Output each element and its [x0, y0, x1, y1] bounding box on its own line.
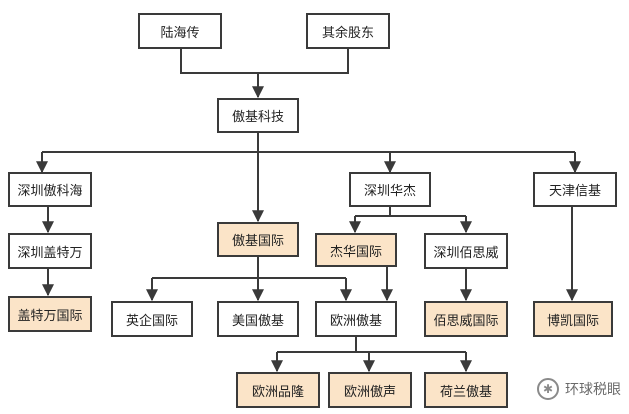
node-sz-gaitewan: 深圳盖特万	[8, 233, 92, 269]
node-tianjin-xinji: 天津信基	[533, 172, 617, 207]
node-sz-aokehai: 深圳傲科海	[8, 172, 92, 207]
node-baisiwei-intl: 佰思威国际	[424, 301, 508, 337]
watermark-text: 环球税眼	[565, 382, 621, 398]
node-jiehua-intl: 杰华国际	[315, 233, 397, 267]
wechat-icon: ✱	[537, 378, 559, 400]
node-bokai-intl: 博凯国际	[533, 301, 613, 337]
node-aoji-intl: 傲基国际	[217, 222, 299, 257]
edge-luhaichuan	[180, 48, 258, 74]
node-sz-baisiwei: 深圳佰思威	[424, 233, 508, 269]
edge-qiyu	[258, 48, 349, 74]
node-ouzhou-aosheng: 欧洲傲声	[328, 372, 412, 408]
node-yingqi-intl: 英企国际	[111, 301, 193, 337]
node-sz-huajie: 深圳华杰	[349, 172, 431, 207]
node-qiyu: 其余股东	[306, 13, 390, 49]
node-helan-aoji: 荷兰傲基	[424, 372, 508, 408]
node-aoji-tech: 傲基科技	[217, 98, 299, 133]
node-meiguo-aoji: 美国傲基	[217, 301, 299, 337]
node-gaitewan-intl: 盖特万国际	[8, 296, 92, 332]
watermark: ✱ 环球税眼	[537, 378, 621, 400]
node-luhaichuan: 陆海传	[138, 13, 222, 49]
node-ouzhou-pinlong: 欧洲品隆	[236, 372, 320, 408]
node-ouzhou-aoji: 欧洲傲基	[315, 301, 397, 337]
